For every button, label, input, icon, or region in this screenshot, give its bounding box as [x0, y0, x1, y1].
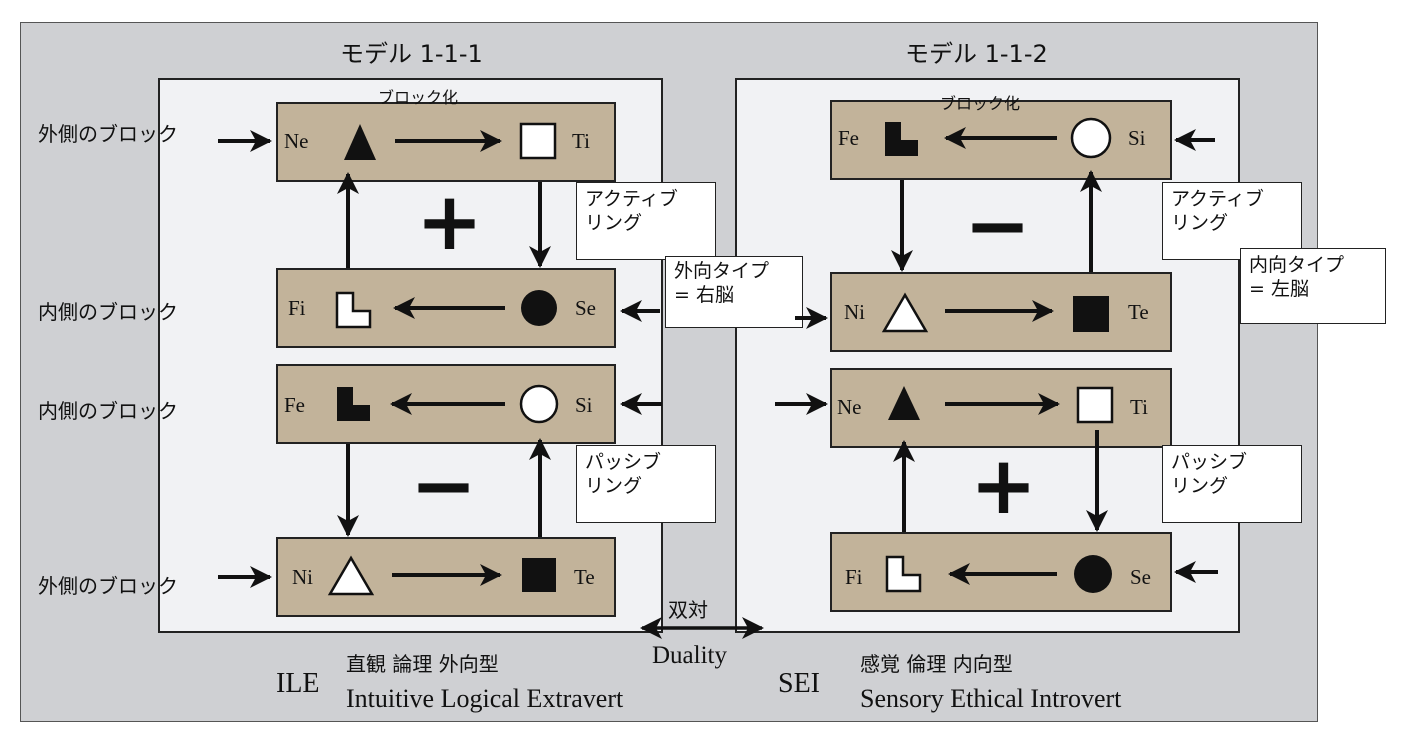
hollow-square-icon [1076, 386, 1114, 424]
left-row2-left-function: Fi [288, 296, 306, 320]
right-row3-left-function: Ne [837, 395, 862, 419]
right-row4-right-function: Se [1130, 565, 1151, 589]
right-type-note-line1: 内向タイプ [1249, 254, 1345, 276]
right-passive-ring-line2: リング [1171, 475, 1229, 497]
left-passive-ring-sign: − [410, 439, 478, 532]
left-type-name-en: Intuitive Logical Extravert [346, 684, 624, 713]
left-row3-right-function: Si [575, 393, 593, 417]
right-active-ring-note: アクティブ リング [1162, 182, 1302, 260]
hollow-l-shape-icon [335, 291, 372, 329]
hollow-circle-icon [519, 384, 559, 424]
left-row2-right-function: Se [575, 296, 596, 320]
left-row3-left-function: Fe [284, 393, 305, 417]
filled-triangle-icon [888, 386, 920, 420]
left-type-note: 外向タイプ = 右脳 [665, 256, 803, 328]
right-row2-left-function: Ni [844, 300, 865, 324]
right-type-code: SEI [778, 668, 820, 699]
filled-l-shape-icon [337, 387, 370, 421]
filled-circle-icon [1074, 555, 1112, 593]
left-passive-ring-note: パッシブ リング [576, 445, 716, 523]
inner-block-label-upper: 内側のブロック [38, 300, 178, 324]
left-active-ring-line2: リング [585, 212, 643, 234]
outer-block-label-top: 外側のブロック [38, 122, 178, 146]
left-model-title: モデル 1-1-1 [340, 40, 483, 68]
right-row2-right-function: Te [1128, 300, 1149, 324]
right-model-title: モデル 1-1-2 [905, 40, 1048, 68]
left-active-ring-note: アクティブ リング [576, 182, 716, 260]
inner-block-label-lower: 内側のブロック [38, 399, 178, 423]
right-type-name-jp: 感覚 倫理 内向型 [860, 652, 1013, 676]
hollow-triangle-icon [881, 292, 929, 333]
filled-triangle-icon [344, 124, 376, 160]
hollow-l-shape-icon [885, 555, 922, 593]
hollow-circle-icon [1070, 117, 1112, 159]
right-active-ring-sign: − [964, 179, 1032, 272]
right-block-row3 [830, 368, 1172, 448]
right-active-ring-line2: リング [1171, 212, 1229, 234]
filled-circle-icon [521, 290, 557, 326]
left-row4-right-function: Te [574, 565, 595, 589]
right-passive-ring-note: パッシブ リング [1162, 445, 1302, 523]
right-type-name-en: Sensory Ethical Introvert [860, 684, 1122, 713]
left-active-ring-line1: アクティブ [585, 188, 678, 210]
filled-square-icon [1073, 296, 1109, 332]
outer-block-label-bottom: 外側のブロック [38, 574, 178, 598]
filled-l-shape-icon [885, 122, 918, 156]
left-active-ring-sign: + [416, 175, 484, 268]
hollow-square-icon [519, 122, 557, 160]
right-passive-ring-sign: + [970, 439, 1038, 532]
left-row1-left-function: Ne [284, 129, 309, 153]
left-type-note-line1: 外向タイプ [674, 260, 770, 282]
right-row3-right-function: Ti [1130, 395, 1148, 419]
left-type-note-line2: = 右脳 [674, 284, 734, 306]
duality-label-en: Duality [652, 642, 727, 669]
left-row1-right-function: Ti [572, 129, 590, 153]
right-row1-right-function: Si [1128, 126, 1146, 150]
right-type-note: 内向タイプ = 左脳 [1240, 248, 1386, 324]
right-row1-left-function: Fe [838, 126, 859, 150]
left-type-code: ILE [276, 668, 320, 699]
hollow-triangle-icon [327, 555, 375, 596]
duality-label-jp: 双対 [668, 598, 708, 622]
right-passive-ring-line1: パッシブ [1171, 451, 1248, 473]
left-blocking-label: ブロック化 [378, 88, 459, 107]
left-passive-ring-line2: リング [585, 475, 643, 497]
right-row4-left-function: Fi [845, 565, 863, 589]
left-row4-left-function: Ni [292, 565, 313, 589]
right-active-ring-line1: アクティブ [1171, 188, 1264, 210]
right-type-note-line2: = 左脳 [1249, 278, 1309, 300]
right-blocking-label: ブロック化 [940, 94, 1021, 113]
filled-square-icon [522, 558, 556, 592]
left-passive-ring-line1: パッシブ [585, 451, 662, 473]
left-type-name-jp: 直観 論理 外向型 [346, 652, 499, 676]
